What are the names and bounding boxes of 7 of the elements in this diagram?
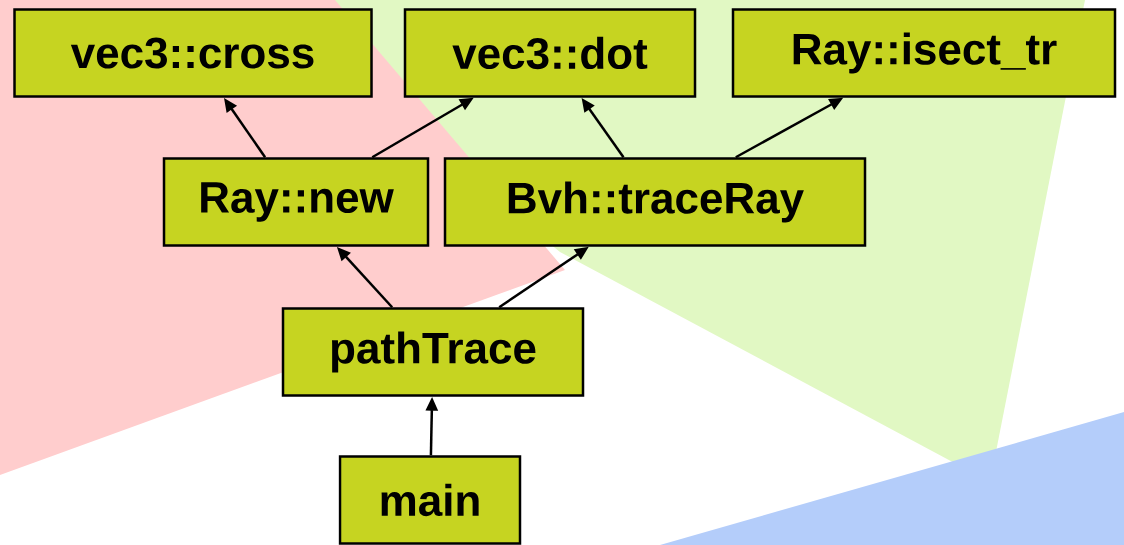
- function-box: vec3::cross: [13, 8, 373, 98]
- function-box: Bvh::traceRay: [443, 157, 867, 247]
- function-box: pathTrace: [281, 307, 585, 397]
- function-box: Ray::new: [162, 157, 430, 247]
- function-box: main: [338, 455, 522, 545]
- function-box: Ray::isect_tr: [731, 8, 1117, 98]
- function-box: vec3::dot: [403, 8, 697, 98]
